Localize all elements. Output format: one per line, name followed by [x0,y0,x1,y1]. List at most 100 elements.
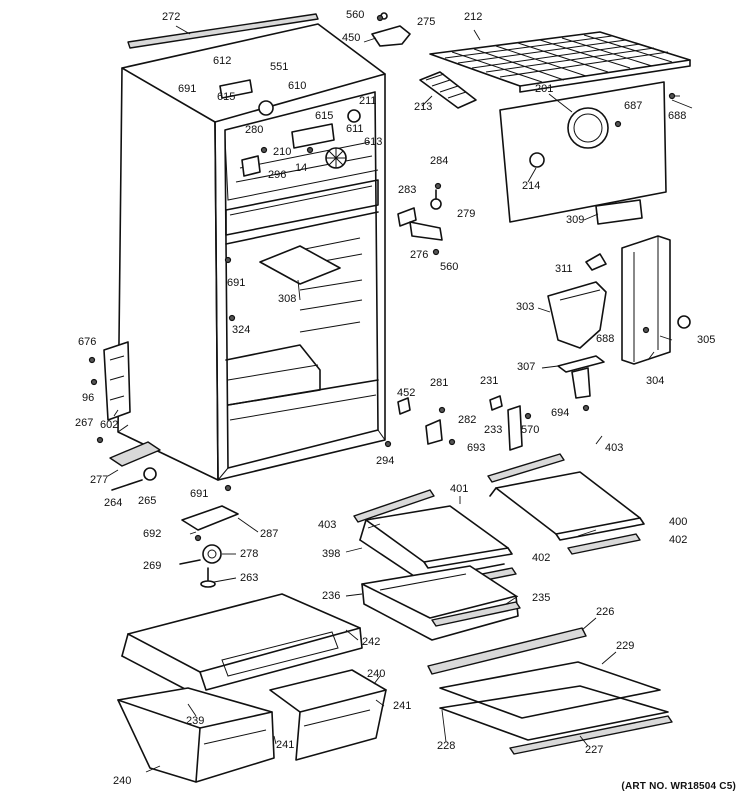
callout-308: 308 [278,293,297,305]
part-278-wheel [202,544,222,564]
part-275-top-hinge [371,12,411,47]
part-267-lower-hinge [103,341,131,421]
callout-236: 236 [322,590,341,602]
callout-691-top: 691 [178,83,197,95]
part-400-glass-shelf [489,471,645,541]
part-211-grommet [347,109,361,123]
callout-231: 231 [480,375,499,387]
callout-96: 96 [82,392,95,404]
callout-241-right: 241 [393,700,412,712]
callout-402-right: 402 [669,534,688,546]
callout-676: 676 [78,336,97,348]
callout-281: 281 [430,377,449,389]
callout-688-top: 688 [668,110,687,122]
part-277-toe-grille [109,441,161,467]
callout-450: 450 [342,32,361,44]
callout-403-right: 403 [605,442,624,454]
part-276-hinge [409,221,443,241]
callout-688-mid: 688 [596,333,615,345]
callout-226: 226 [596,606,615,618]
callout-263: 263 [240,572,259,584]
callout-296: 296 [268,169,287,181]
callout-212: 212 [464,11,483,23]
part-269-screw [179,559,201,565]
callout-560-top: 560 [346,9,365,21]
callout-311: 311 [555,263,573,275]
callout-693: 693 [467,442,486,454]
callout-294: 294 [376,455,395,467]
callout-242: 242 [362,636,381,648]
callout-278: 278 [240,548,259,560]
part-611-bracket [291,123,335,149]
part-236-drawer [361,565,519,641]
callout-275: 275 [417,16,436,28]
callout-210: 210 [273,146,292,158]
part-311-knob [585,253,607,271]
part-610-motor [258,100,274,116]
part-403-trim-right [487,453,565,483]
part-241-crisper-drawer-right [269,669,387,761]
part-228-frame [439,685,669,741]
callout-687: 687 [624,100,643,112]
callout-615-b: 615 [315,110,334,122]
callout-265: 265 [138,495,157,507]
callout-611: 611 [346,123,364,135]
callout-276: 276 [410,249,429,261]
leader-lines [107,25,693,773]
callout-560-mid: 560 [440,261,459,273]
part-231-clip [489,395,503,411]
part-279-valve [430,189,442,210]
callout-239: 239 [186,715,205,727]
part-287-bracket [181,505,239,531]
callout-551: 551 [270,61,289,73]
part-309-label [595,199,643,225]
callout-691-mid: 691 [227,277,246,289]
part-240-crisper-drawer-left [117,687,275,783]
part-307-damper [557,355,605,399]
part-265-roller [143,467,157,481]
callout-272: 272 [162,11,181,23]
callout-241-left: 241 [276,739,295,751]
part-226-trim [427,627,587,675]
callout-304: 304 [646,375,665,387]
callout-615-a: 615 [217,91,236,103]
callout-277: 277 [90,474,109,486]
callout-309: 309 [566,214,585,226]
part-227-trim [509,715,673,755]
callout-691-bottom: 691 [190,488,209,500]
callout-303: 303 [516,301,535,313]
callout-610: 610 [288,80,307,92]
callout-400: 400 [669,516,688,528]
part-452-bracket [397,397,411,415]
callout-570: 570 [521,424,540,436]
fasteners [88,14,676,542]
part-213-ice-tray [419,71,477,109]
callout-235: 235 [532,592,551,604]
callout-229: 229 [616,640,635,652]
callout-287: 287 [260,528,279,540]
callout-267: 267 [75,417,94,429]
part-402-trim-right [567,533,641,555]
callout-692: 692 [143,528,162,540]
part-201-rear-panel [499,81,667,223]
callout-602: 602 [100,419,119,431]
callout-280: 280 [245,124,264,136]
callout-211: 211 [359,95,377,107]
callout-694: 694 [551,407,570,419]
part-235-handle [431,601,521,627]
callout-402-mid: 402 [532,552,551,564]
callout-264: 264 [104,497,123,509]
refrigerator-cabinet [117,23,386,481]
callout-403-left: 403 [318,519,337,531]
callout-324: 324 [232,324,251,336]
callout-269: 269 [143,560,162,572]
callout-305: 305 [697,334,716,346]
art-number: (ART NO. WR18504 C5) [621,781,736,792]
part-613-fan [325,147,347,169]
callout-612: 612 [213,55,232,67]
part-398-glass-shelf [359,505,513,581]
part-272-top-trim [127,13,319,49]
part-305-plug [677,315,691,329]
